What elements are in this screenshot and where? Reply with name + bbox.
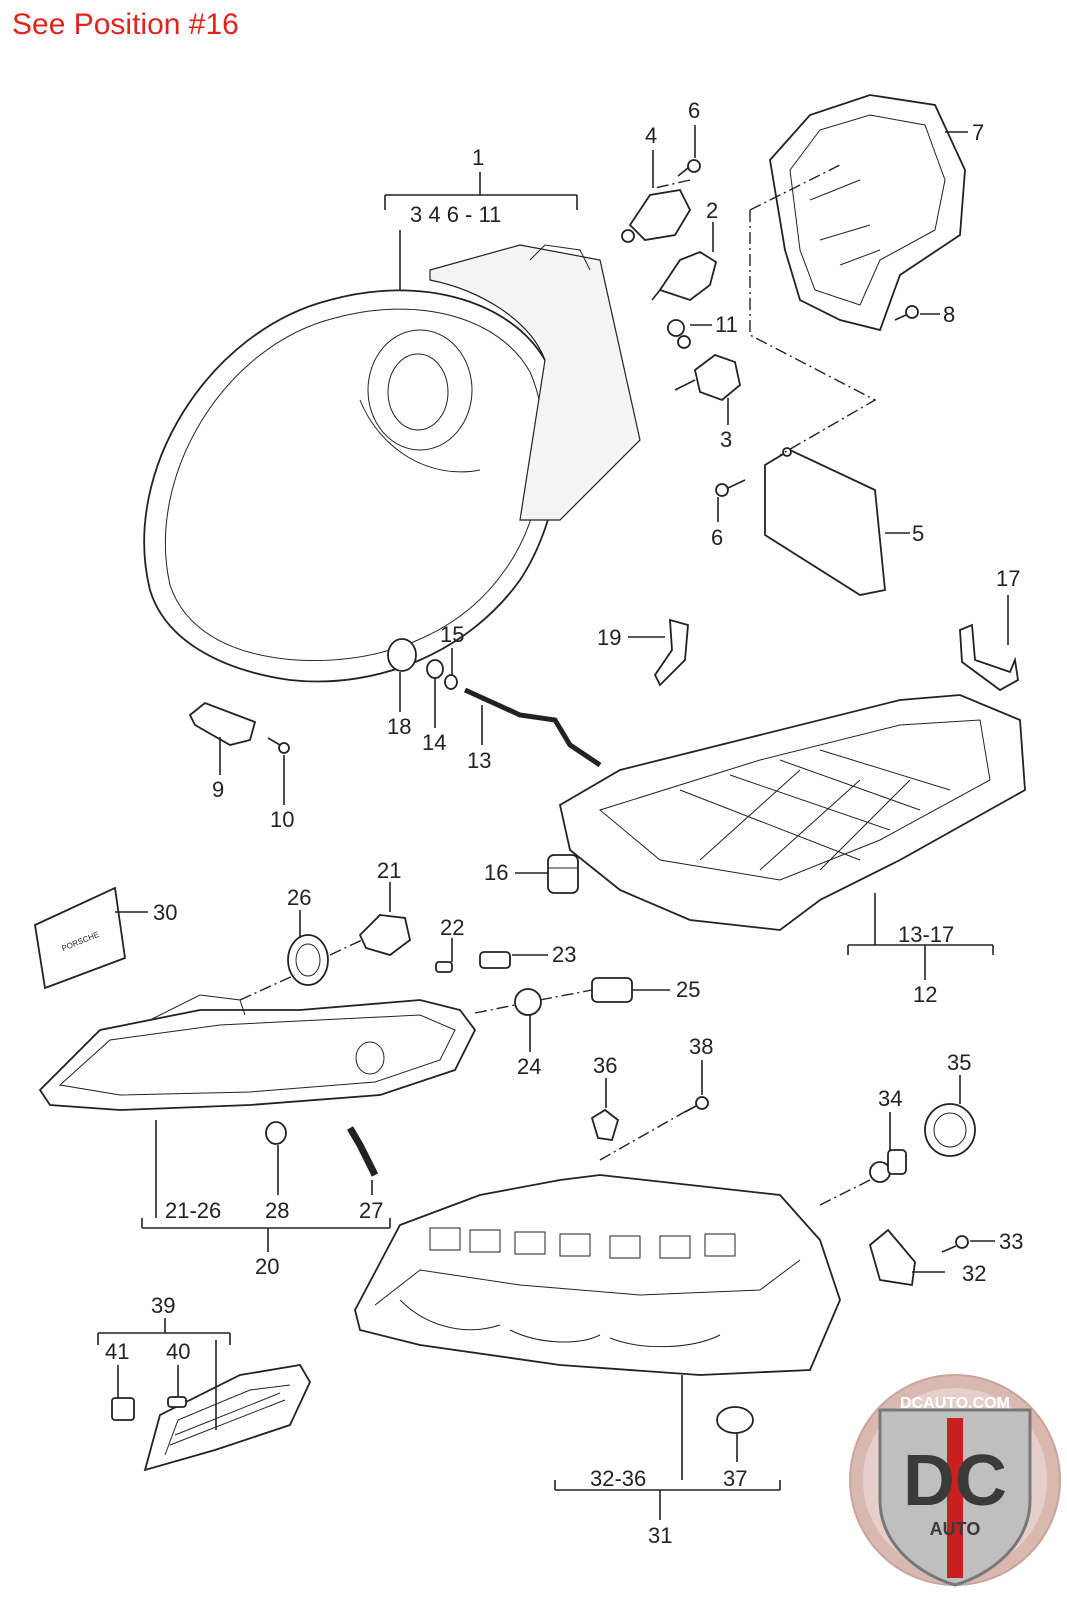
screw-part-6-top — [677, 159, 701, 177]
group-label-31: 32-36 — [590, 1466, 646, 1491]
screw-part-6-bottom — [715, 479, 746, 497]
tray-part-12 — [558, 694, 1026, 931]
hose-part-13 — [463, 687, 602, 768]
callout-16: 16 — [484, 860, 508, 885]
callout-6-bottom: 6 — [711, 525, 723, 550]
ring-part-15 — [444, 674, 458, 690]
headlight-assembly-part-1 — [143, 244, 641, 683]
grommet-part-18 — [387, 638, 417, 672]
side-marker-part-39 — [143, 1364, 312, 1472]
bulb-part-3 — [674, 353, 741, 402]
callout-26: 26 — [287, 885, 311, 910]
screw-part-33 — [941, 1235, 969, 1253]
callout-18: 18 — [387, 714, 411, 739]
callout-28: 28 — [265, 1198, 289, 1223]
callout-6-top: 6 — [688, 98, 700, 123]
dc-auto-logo: DCAUTO.COM DC AUTO — [849, 1374, 1061, 1587]
callout-32: 32 — [962, 1261, 986, 1286]
clip-part-17 — [959, 623, 1019, 692]
callout-41: 41 — [105, 1339, 129, 1364]
logo-site: DCAUTO.COM — [900, 1395, 1010, 1412]
housing-cover-part-7 — [769, 94, 966, 332]
clip-part-11 — [667, 319, 691, 349]
callout-numbers: 1 2 3 4 5 6 6 7 8 9 10 11 12 13 14 15 16… — [105, 98, 1023, 1548]
callout-19: 19 — [597, 625, 621, 650]
callout-1: 1 — [472, 145, 484, 170]
callout-10: 10 — [270, 807, 294, 832]
callout-9: 9 — [212, 777, 224, 802]
callout-36: 36 — [593, 1053, 617, 1078]
seal-ring-part-35 — [924, 1103, 976, 1157]
bulb-holder-part-4 — [621, 189, 692, 243]
callout-31: 31 — [648, 1523, 672, 1548]
logo-letters: DC — [903, 1441, 1007, 1521]
callout-40: 40 — [166, 1339, 190, 1364]
grommet-part-28 — [265, 1121, 287, 1145]
cover-plate-part-5 — [764, 447, 886, 596]
callout-25: 25 — [676, 977, 700, 1002]
see-position-note: See Position #16 — [12, 8, 239, 41]
callout-22: 22 — [440, 915, 464, 940]
fitting-part-16 — [547, 854, 579, 894]
led-array — [429, 1227, 736, 1259]
callout-21: 21 — [377, 858, 401, 883]
group-label-12: 13-17 — [898, 922, 954, 947]
bulb-part-2 — [651, 250, 718, 302]
callout-34: 34 — [878, 1086, 902, 1111]
callout-20: 20 — [255, 1254, 279, 1279]
callout-14: 14 — [422, 730, 446, 755]
clip-part-36 — [590, 1108, 620, 1142]
bulb-part-24 — [514, 988, 542, 1016]
callout-12: 12 — [913, 982, 937, 1007]
hose-part-27 — [346, 1126, 379, 1177]
callout-27: 27 — [359, 1198, 383, 1223]
callout-24: 24 — [517, 1054, 541, 1079]
socket-part-25 — [591, 977, 633, 1003]
callout-7: 7 — [972, 120, 984, 145]
cover-part-32 — [868, 1228, 916, 1287]
callout-8: 8 — [943, 302, 955, 327]
bulb-part-34 — [869, 1149, 907, 1183]
screw-part-10 — [267, 737, 290, 754]
screw-part-38 — [684, 1096, 709, 1113]
bracket-part-19 — [653, 618, 689, 687]
seal-part-37 — [716, 1406, 754, 1434]
bulb-part-21 — [358, 914, 412, 956]
group-label-20: 21-26 — [165, 1198, 221, 1223]
bracket-part-9 — [188, 701, 257, 746]
bulb-part-23 — [479, 951, 511, 969]
callout-23: 23 — [552, 942, 576, 967]
callout-39: 39 — [151, 1293, 175, 1318]
seal-part-14 — [426, 659, 444, 679]
callout-3: 3 — [720, 427, 732, 452]
callout-38: 38 — [689, 1034, 713, 1059]
label-card-part-30: PORSCHE — [34, 886, 126, 990]
callout-13: 13 — [467, 748, 491, 773]
callout-35: 35 — [947, 1050, 971, 1075]
callout-15: 15 — [440, 622, 464, 647]
socket-part-41 — [111, 1397, 135, 1421]
callout-11: 11 — [715, 312, 738, 337]
seal-ring-part-26 — [287, 934, 329, 986]
callout-33: 33 — [999, 1229, 1023, 1254]
callout-4: 4 — [645, 123, 657, 148]
callout-17: 17 — [996, 566, 1020, 591]
callout-2: 2 — [706, 198, 718, 223]
bulb-part-40 — [167, 1396, 187, 1408]
foglight-assembly-part-20 — [38, 994, 477, 1111]
callout-37: 37 — [723, 1466, 747, 1491]
screw-part-8 — [894, 305, 919, 321]
logo-sub: AUTO — [930, 1519, 981, 1539]
bulb-part-22 — [435, 961, 453, 973]
front-light-assembly-part-31 — [354, 1174, 841, 1376]
callout-30: 30 — [153, 900, 177, 925]
group-label-1: 3 4 6 - 11 — [410, 202, 501, 227]
leader-lines — [97, 125, 1009, 1520]
callout-5: 5 — [912, 521, 924, 546]
